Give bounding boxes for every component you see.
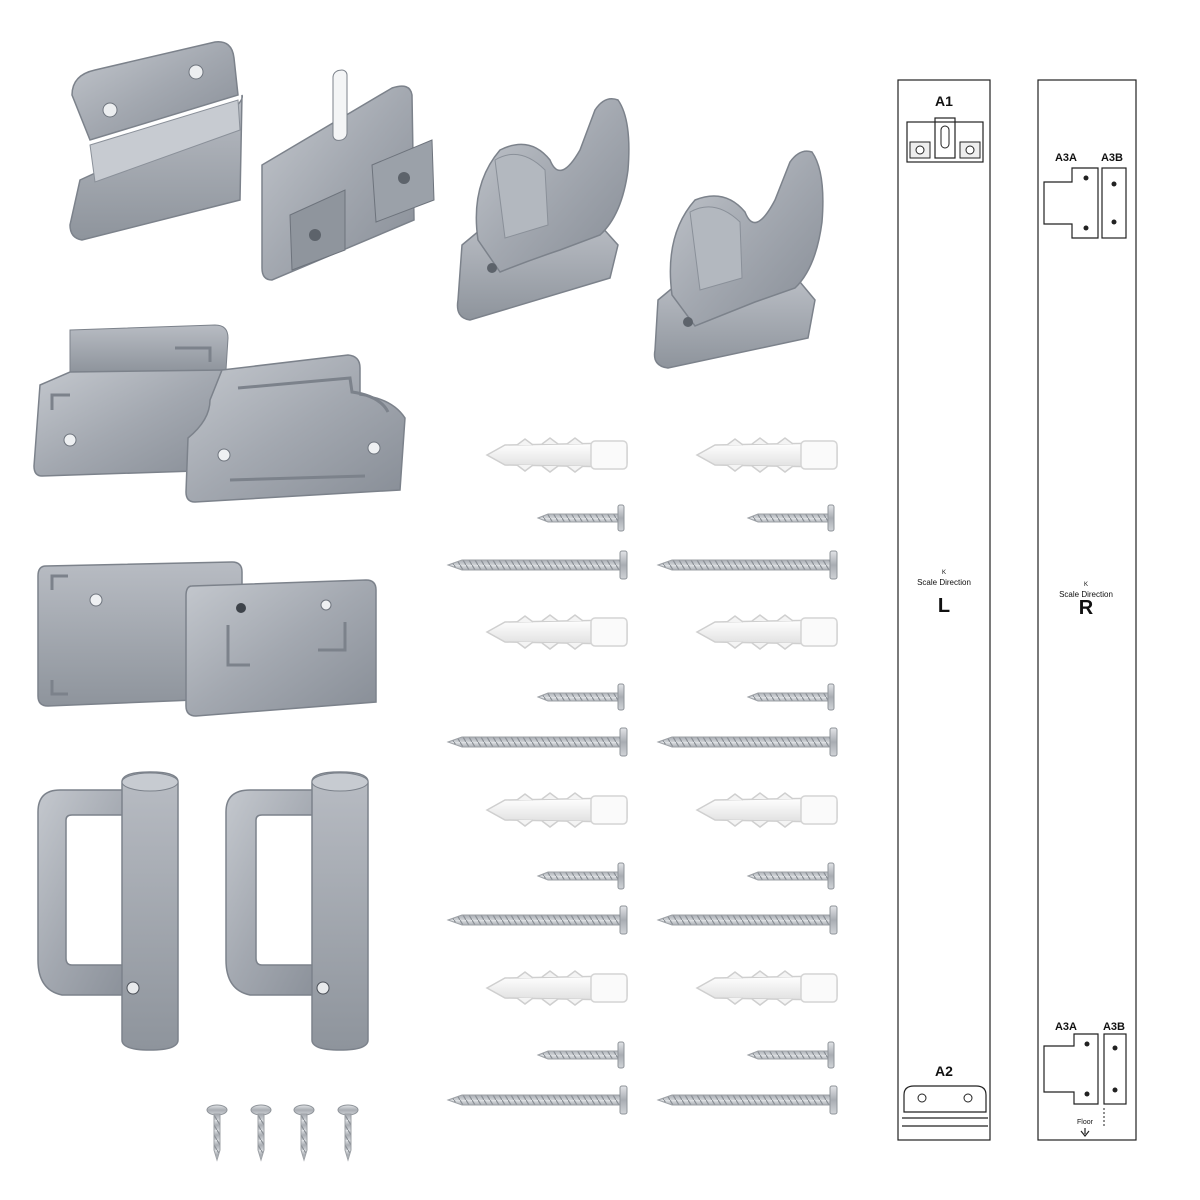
door-handle-left xyxy=(37,771,179,1051)
small-screw-4 xyxy=(337,1104,359,1161)
label-a3a-top: A3A xyxy=(1055,152,1077,164)
u-bracket-flat xyxy=(69,41,244,241)
small-screw-3 xyxy=(293,1104,315,1161)
a3-bottom-outline xyxy=(1043,1033,1127,1126)
down-arrow-icon xyxy=(1080,1128,1090,1137)
a3-top-outline xyxy=(1043,167,1127,239)
label-a3b-bottom: A3B xyxy=(1103,1021,1125,1033)
roller-guide-right xyxy=(653,150,824,369)
anchor-screw-set-2 xyxy=(447,614,838,757)
template-strip-left: A1 K Scale Direction L A2 xyxy=(897,79,991,1141)
floor-label: Floor xyxy=(1077,1119,1094,1126)
left-side-letter: L xyxy=(938,595,950,617)
door-handle-right xyxy=(225,771,369,1051)
anchor-screw-set-4 xyxy=(447,970,838,1115)
label-a3b-top: A3B xyxy=(1101,152,1123,164)
label-a3a-bottom: A3A xyxy=(1055,1021,1077,1033)
small-screw-2 xyxy=(250,1104,272,1161)
left-direction-text: Scale Direction xyxy=(917,578,971,587)
a2-bracket-outline xyxy=(902,1085,988,1127)
small-screw-1 xyxy=(206,1104,228,1161)
slotted-bracket xyxy=(261,69,435,281)
anchor-screw-set-3 xyxy=(447,792,838,935)
roller-guide-left xyxy=(456,98,630,321)
anchor-screw-set-1 xyxy=(447,437,838,580)
guide-plate-pair-1 xyxy=(33,324,406,503)
label-a2: A2 xyxy=(935,1063,953,1079)
right-direction-text: Scale Direction xyxy=(1059,590,1113,599)
right-mid-mark: K xyxy=(1084,582,1088,588)
right-side-letter: R xyxy=(1079,597,1094,619)
label-a1: A1 xyxy=(935,93,953,109)
template-strip-right: A3A A3B K Scale Direction R A3A A3B Floo… xyxy=(1037,79,1137,1141)
left-mid-mark: K xyxy=(942,570,946,576)
a1-bracket-outline xyxy=(906,117,984,163)
mounting-plate-pair xyxy=(37,561,377,717)
